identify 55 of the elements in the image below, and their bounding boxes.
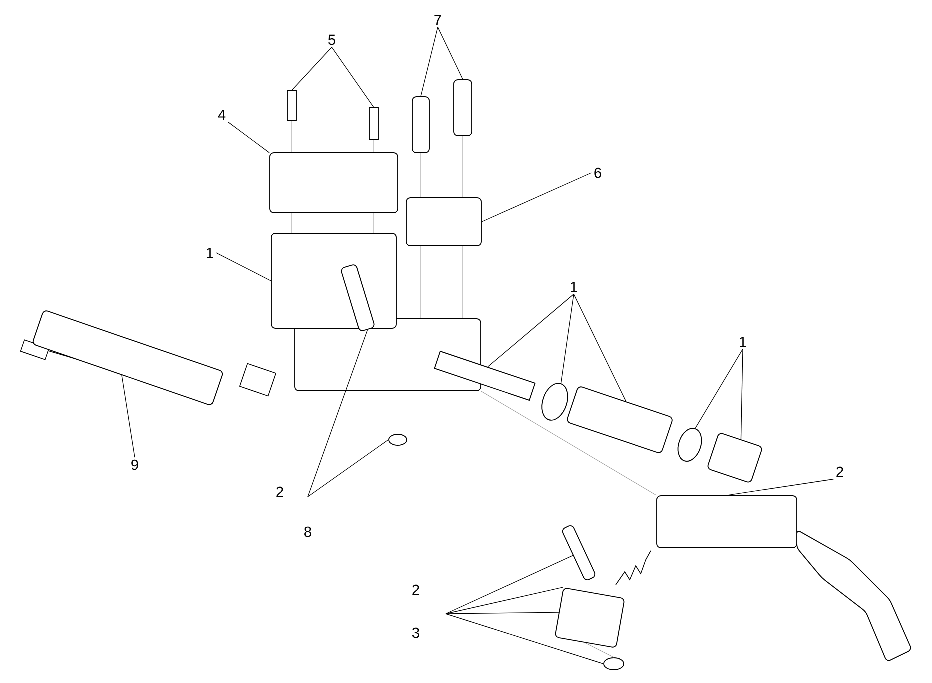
master-cylinder-body	[271, 233, 397, 329]
leader-line	[122, 375, 136, 458]
center-line	[462, 246, 464, 319]
center-line	[585, 642, 614, 658]
callout-number: 2	[276, 486, 284, 498]
callout-number: 3	[412, 628, 420, 638]
leader-line	[446, 612, 560, 614]
brake-lever	[656, 496, 912, 662]
leader-line	[446, 614, 604, 664]
snap-ring	[388, 434, 408, 446]
leader-line	[292, 47, 332, 91]
leader-line	[228, 122, 270, 154]
center-line	[481, 391, 657, 496]
callout-number: 9	[132, 460, 138, 470]
bushing	[708, 433, 762, 483]
leader-line	[726, 479, 834, 496]
callout-number: 4	[218, 110, 226, 120]
callout-number: 1	[740, 336, 746, 348]
leader-line	[308, 440, 389, 498]
leader-line	[488, 294, 574, 368]
bolt	[412, 96, 430, 154]
callout-number: 6	[594, 168, 602, 178]
screw	[287, 90, 297, 122]
leader-line	[446, 587, 564, 614]
center-line	[420, 246, 422, 319]
callout-number: 2	[836, 466, 844, 478]
callout-number: 5	[328, 34, 336, 46]
leader-line	[420, 26, 438, 97]
leader-line	[216, 252, 272, 282]
callout-number: 1	[571, 282, 578, 292]
reservoir-cap	[270, 152, 398, 214]
callout-number: 7	[434, 14, 442, 26]
leader-line	[740, 348, 744, 440]
clip	[604, 658, 624, 670]
seal	[542, 383, 568, 421]
screw	[369, 108, 379, 140]
callout-number: 8	[304, 526, 312, 538]
callout-number: 1	[207, 248, 214, 258]
bolt	[454, 80, 472, 136]
leader-line	[482, 172, 592, 222]
leader-line	[308, 330, 368, 498]
center-line	[420, 153, 422, 198]
callout-number: 2	[412, 584, 420, 596]
o-ring	[678, 428, 702, 462]
leader-line	[560, 294, 574, 384]
leader-line	[332, 47, 374, 108]
pin	[562, 525, 596, 581]
leader-line	[695, 348, 744, 429]
pivot-block	[555, 588, 625, 648]
leader-line	[438, 26, 464, 80]
leader-line	[574, 294, 627, 402]
center-line	[462, 136, 464, 198]
leader-line	[446, 555, 574, 614]
wire-harness	[32, 310, 224, 406]
handlebar-clamp	[406, 198, 482, 246]
